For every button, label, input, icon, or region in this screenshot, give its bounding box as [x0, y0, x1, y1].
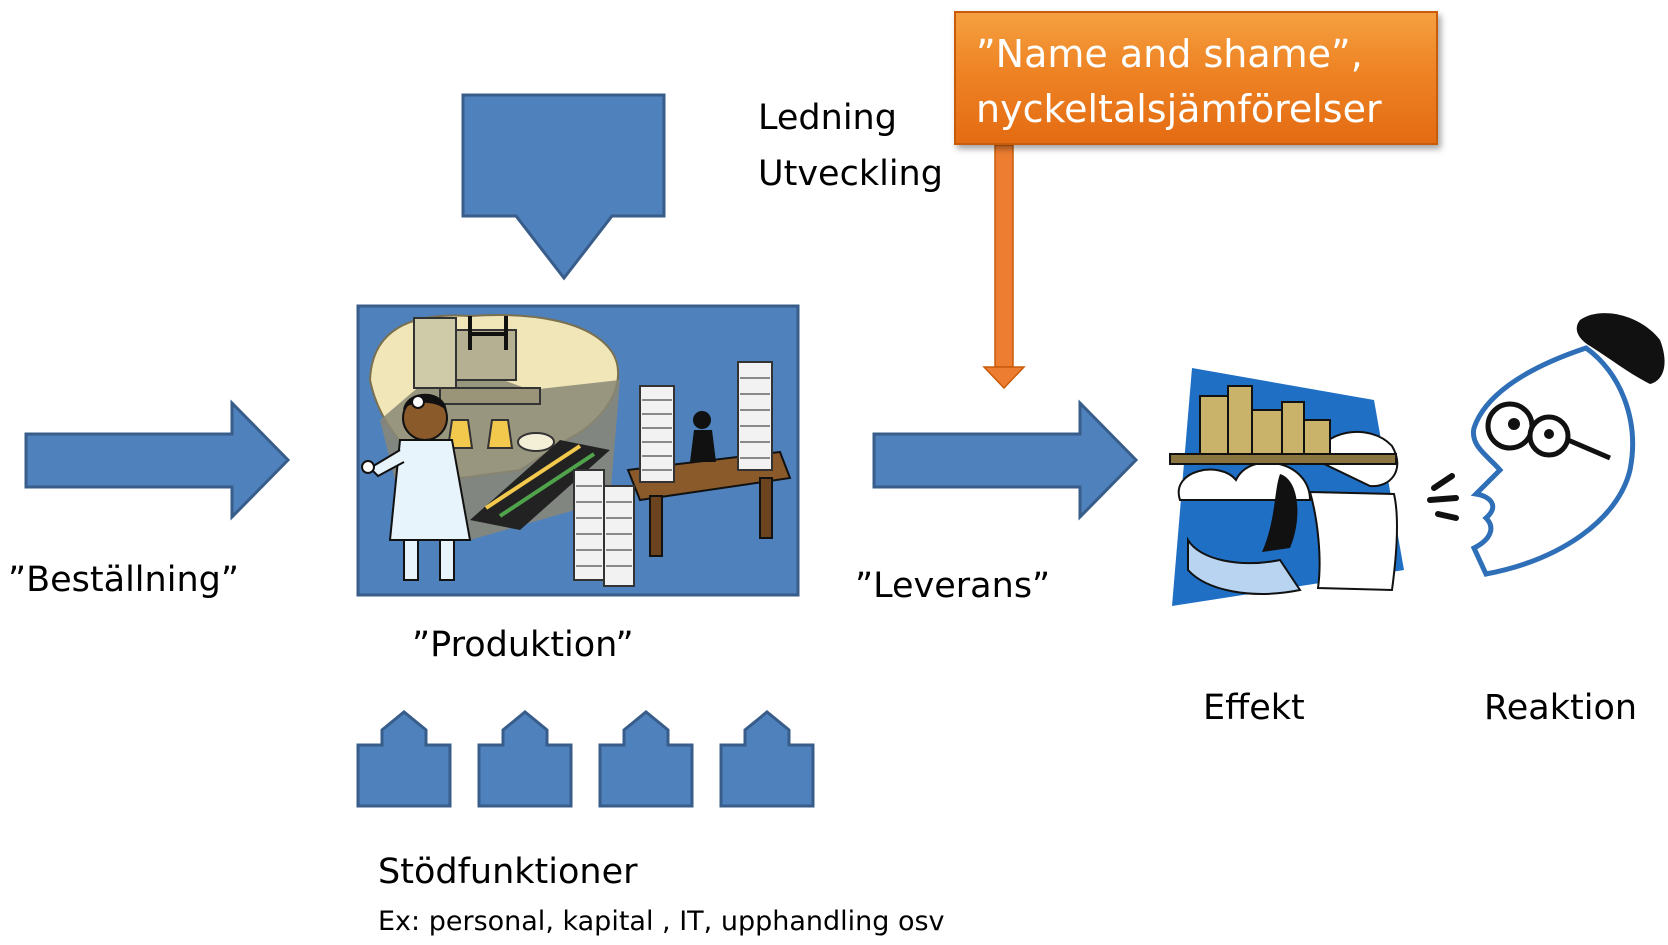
machine-icon [413, 316, 610, 530]
reaction-label: Reaktion [1484, 688, 1638, 728]
delivery-arrow [872, 399, 1139, 521]
scientist-icon [361, 393, 472, 581]
support-functions-title: Stödfunktioner [378, 852, 638, 892]
callout-connector-arrow [982, 144, 1026, 390]
management-label-line1: Ledning [758, 98, 897, 138]
support-arrow [719, 710, 815, 808]
order-label: ”Beställning” [8, 560, 239, 600]
effect-illustration [1169, 368, 1404, 606]
callout-line1: ”Name and shame”, [976, 32, 1363, 76]
delivery-label: ”Leverans” [855, 566, 1051, 606]
order-arrow [24, 399, 291, 521]
management-arrow [461, 93, 666, 281]
production-box [356, 304, 800, 597]
support-arrow [356, 710, 452, 808]
reaction-illustration [1427, 313, 1665, 577]
management-label-line2: Utveckling [758, 154, 943, 194]
support-functions-examples: Ex: personal, kapital , IT, upphandling … [378, 906, 945, 937]
production-label: ”Produktion” [412, 625, 634, 665]
callout-line2: nyckeltalsjämförelser [976, 87, 1382, 131]
name-and-shame-callout: ”Name and shame”, nyckeltalsjämförelser [954, 11, 1438, 145]
effect-label: Effekt [1203, 688, 1305, 728]
support-arrow [598, 710, 694, 808]
paperwork-icon [573, 361, 792, 587]
support-arrow [477, 710, 573, 808]
